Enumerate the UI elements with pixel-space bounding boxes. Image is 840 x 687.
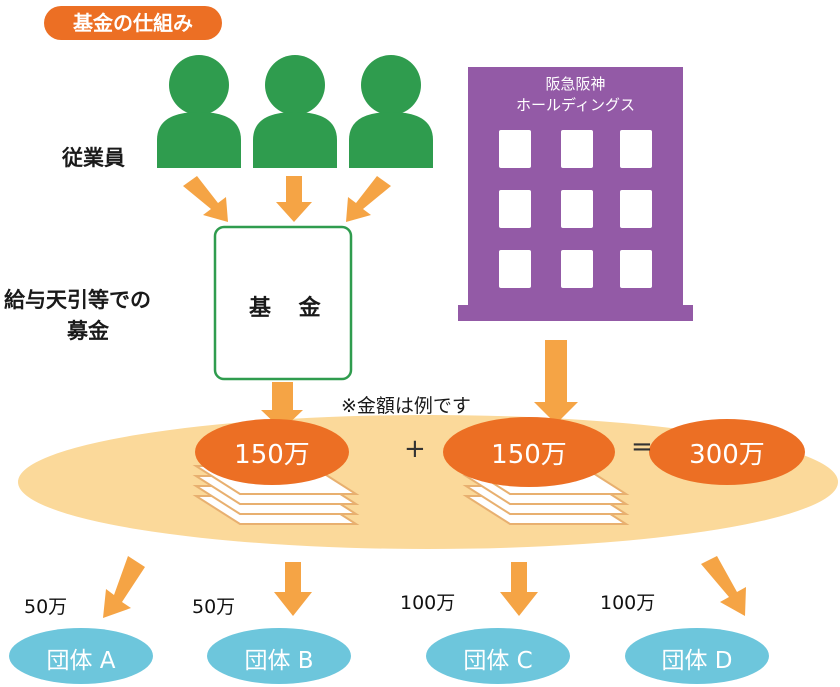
company-name-line1: 阪急阪神 (545, 75, 606, 93)
total-amount-ellipse (649, 419, 805, 485)
example-note: ※金額は例です (341, 395, 471, 417)
org-b-amount: 50万 (192, 596, 236, 618)
arrow-to-org-c-icon (500, 562, 538, 616)
arrow-to-org-d-icon (701, 556, 746, 616)
arrow-down-left-icon (183, 176, 228, 222)
collection-label-line1: 給与天引等での (4, 288, 151, 312)
company-building-icon (458, 67, 693, 321)
org-a-amount: 50万 (24, 596, 68, 618)
arrow-down-icon (276, 176, 312, 222)
employee-amount: 150万 (234, 440, 310, 470)
org-c-ellipse (426, 628, 570, 684)
arrow-to-org-a-icon (103, 556, 145, 618)
employees-label: 従業員 (62, 146, 125, 170)
paper-stack-left-icon (192, 465, 360, 525)
company-amount-ellipse (443, 417, 615, 487)
employee-icon-2 (253, 55, 337, 168)
company-arrow-icon (534, 340, 578, 424)
fund-box (213, 225, 353, 381)
org-c-label: 団体 C (463, 648, 533, 674)
collection-label-line2: 募金 (67, 319, 109, 343)
org-d-ellipse (625, 628, 769, 684)
org-d-label: 団体 D (661, 648, 733, 674)
org-b-label: 団体 B (244, 648, 314, 674)
employee-icon-3 (349, 55, 433, 168)
org-a-label: 団体 A (46, 648, 116, 674)
fund-label: 基 金 (249, 296, 331, 321)
arrow-down-right-icon (346, 176, 391, 222)
diagram-title: 基金の仕組み (44, 6, 222, 40)
employee-amount-ellipse (195, 419, 349, 485)
arrow-to-org-b-icon (274, 562, 312, 616)
employee-icon-1 (157, 55, 241, 168)
org-a-ellipse (9, 628, 153, 684)
plus-sign: + (404, 434, 426, 464)
fund-arrow-icon (261, 382, 303, 430)
equals-sign: = (631, 432, 653, 462)
org-b-ellipse (207, 628, 351, 684)
org-d-amount: 100万 (600, 592, 656, 614)
company-name-line2: ホールディングス (516, 96, 635, 114)
company-amount: 150万 (491, 440, 567, 470)
total-amount: 300万 (689, 440, 765, 470)
org-c-amount: 100万 (400, 592, 456, 614)
